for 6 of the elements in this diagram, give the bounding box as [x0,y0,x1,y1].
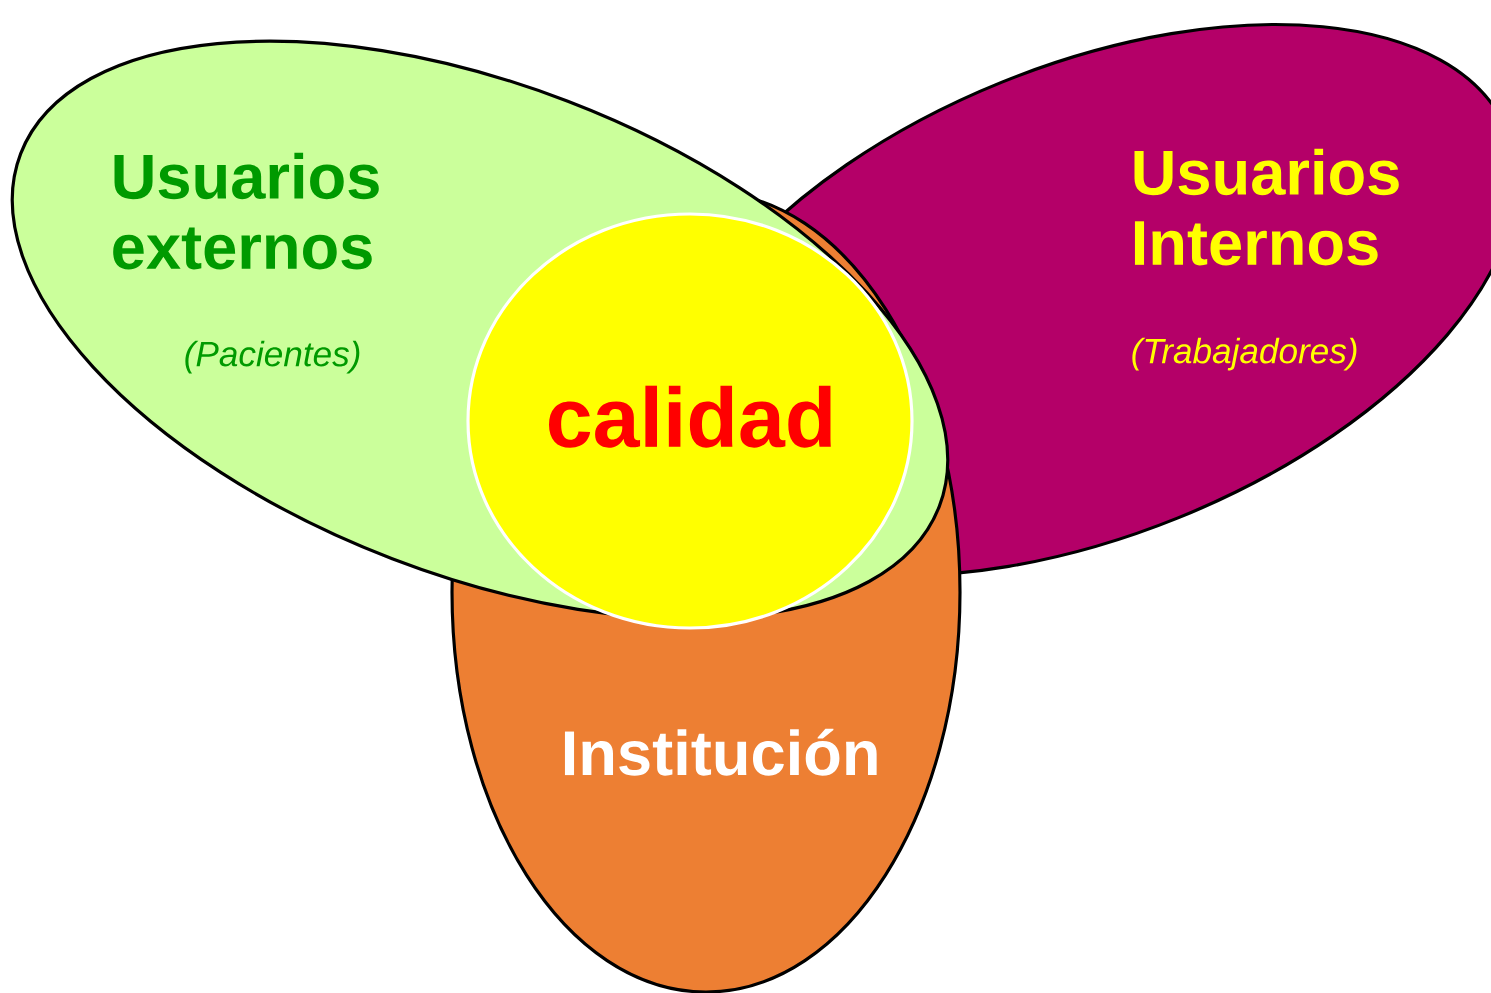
heading-text: calidad [549,385,831,448]
subtitle-text: (Trabajadores) [1132,337,1357,371]
heading-text: Usuarios externos [113,152,379,270]
heading-text: Institución [564,728,877,776]
heading-text: Usuarios Internos [1134,148,1399,266]
subtitle-text: (Pacientes) [185,340,360,374]
